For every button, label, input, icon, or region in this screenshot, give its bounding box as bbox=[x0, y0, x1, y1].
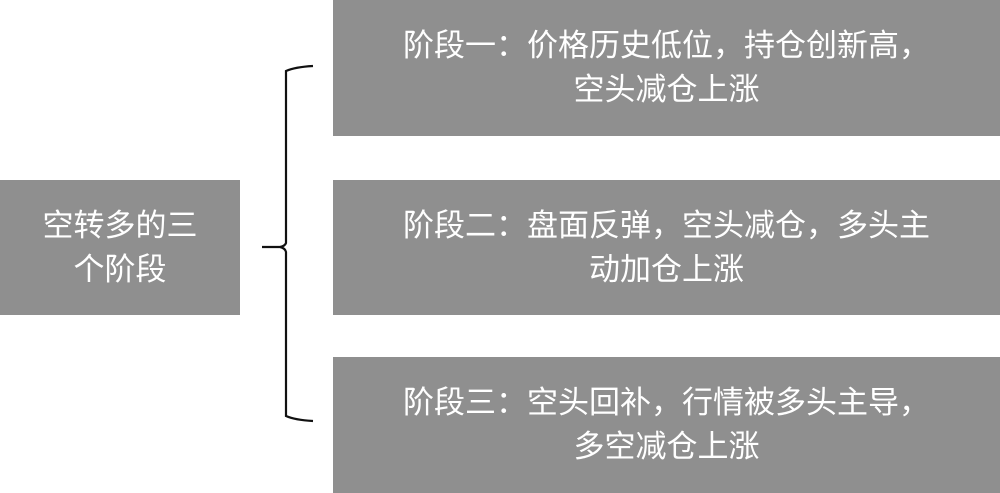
stage-one-node: 阶段一：价格历史低位，持仓创新高，空头减仓上涨 bbox=[333, 0, 1000, 136]
stage-two-label: 阶段二：盘面反弹，空头减仓，多头主动加仓上涨 bbox=[403, 207, 930, 288]
stage-three-node: 阶段三：空头回补，行情被多头主导，多空减仓上涨 bbox=[333, 357, 1000, 493]
stage-two-node: 阶段二：盘面反弹，空头减仓，多头主动加仓上涨 bbox=[333, 180, 1000, 315]
root-label: 空转多的三个阶段 bbox=[42, 207, 198, 288]
stage-one-label: 阶段一：价格历史低位，持仓创新高，空头减仓上涨 bbox=[403, 28, 930, 108]
stage-three-label: 阶段三：空头回补，行情被多头主导，多空减仓上涨 bbox=[403, 385, 930, 465]
root-node: 空转多的三个阶段 bbox=[0, 180, 240, 315]
